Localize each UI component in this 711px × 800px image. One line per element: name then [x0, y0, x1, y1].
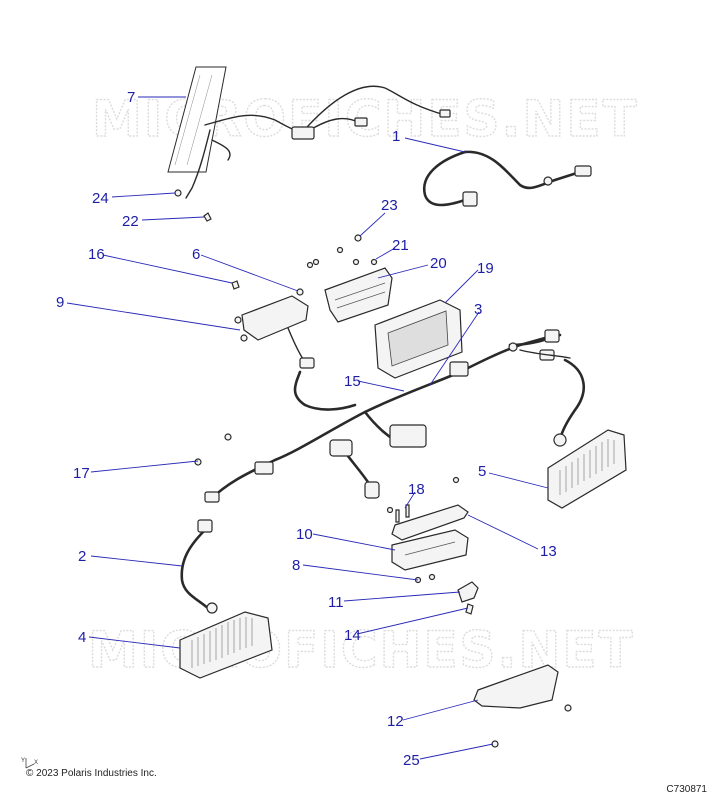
callout-18: 18	[408, 481, 425, 498]
part-13-bracket	[391, 504, 469, 541]
callout-numbers: 7 1 24 22 23 21 20 19 16 6 9 3 15 17 5 1…	[56, 89, 557, 769]
part-24-fastener	[174, 189, 182, 197]
callout-2: 2	[78, 548, 86, 565]
part-3-main-harness	[208, 329, 585, 502]
part-4-speaker-left	[179, 602, 273, 679]
axis-y-label: Y	[21, 758, 25, 764]
callout-16: 16	[88, 246, 105, 263]
part-8-fastener	[414, 573, 436, 584]
callout-14: 14	[344, 627, 361, 644]
leader-lines	[66, 96, 549, 760]
part-7-panel	[167, 66, 227, 173]
part-23-fastener	[336, 234, 362, 266]
callout-1: 1	[392, 128, 400, 145]
callout-13: 13	[540, 543, 557, 560]
callout-24: 24	[92, 190, 109, 207]
callout-3: 3	[474, 301, 482, 318]
part-9-module	[234, 295, 315, 369]
callout-5: 5	[478, 463, 486, 480]
part-22-fastener	[203, 212, 212, 222]
callout-7: 7	[127, 89, 135, 106]
callout-15: 15	[344, 373, 361, 390]
part-18-fastener	[386, 476, 460, 523]
callout-19: 19	[477, 260, 494, 277]
axis-triad: Y X	[21, 758, 38, 769]
copyright-notice: © 2023 Polaris Industries Inc.	[26, 768, 157, 779]
part-6-fastener	[296, 261, 314, 296]
drawing-number: C730871	[666, 784, 707, 795]
callout-9: 9	[56, 294, 64, 311]
callout-11: 11	[328, 594, 344, 611]
part-1-harness	[422, 150, 592, 207]
part-21-fastener	[312, 258, 378, 266]
part-20-bracket	[324, 267, 393, 323]
part-10-housing	[391, 529, 469, 571]
part-14-fastener	[465, 603, 474, 615]
callout-25: 25	[403, 752, 420, 769]
part-16-fastener	[231, 280, 240, 290]
upper-wire-harness	[185, 85, 451, 199]
axis-x-label: X	[34, 760, 38, 766]
callout-22: 22	[122, 213, 139, 230]
callout-12: 12	[387, 713, 404, 730]
callout-8: 8	[292, 557, 300, 574]
part-17-fastener	[194, 433, 232, 466]
callout-21: 21	[392, 237, 409, 254]
callout-23: 23	[381, 197, 398, 214]
callout-10: 10	[296, 526, 313, 543]
callout-4: 4	[78, 629, 86, 646]
callout-6: 6	[192, 246, 200, 263]
part-11-clip	[457, 581, 479, 603]
callout-17: 17	[73, 465, 90, 482]
part-19-display	[374, 299, 463, 379]
part-5-speaker-right	[547, 429, 627, 509]
part-2-speaker-lead	[180, 491, 220, 612]
callout-20: 20	[430, 255, 447, 272]
